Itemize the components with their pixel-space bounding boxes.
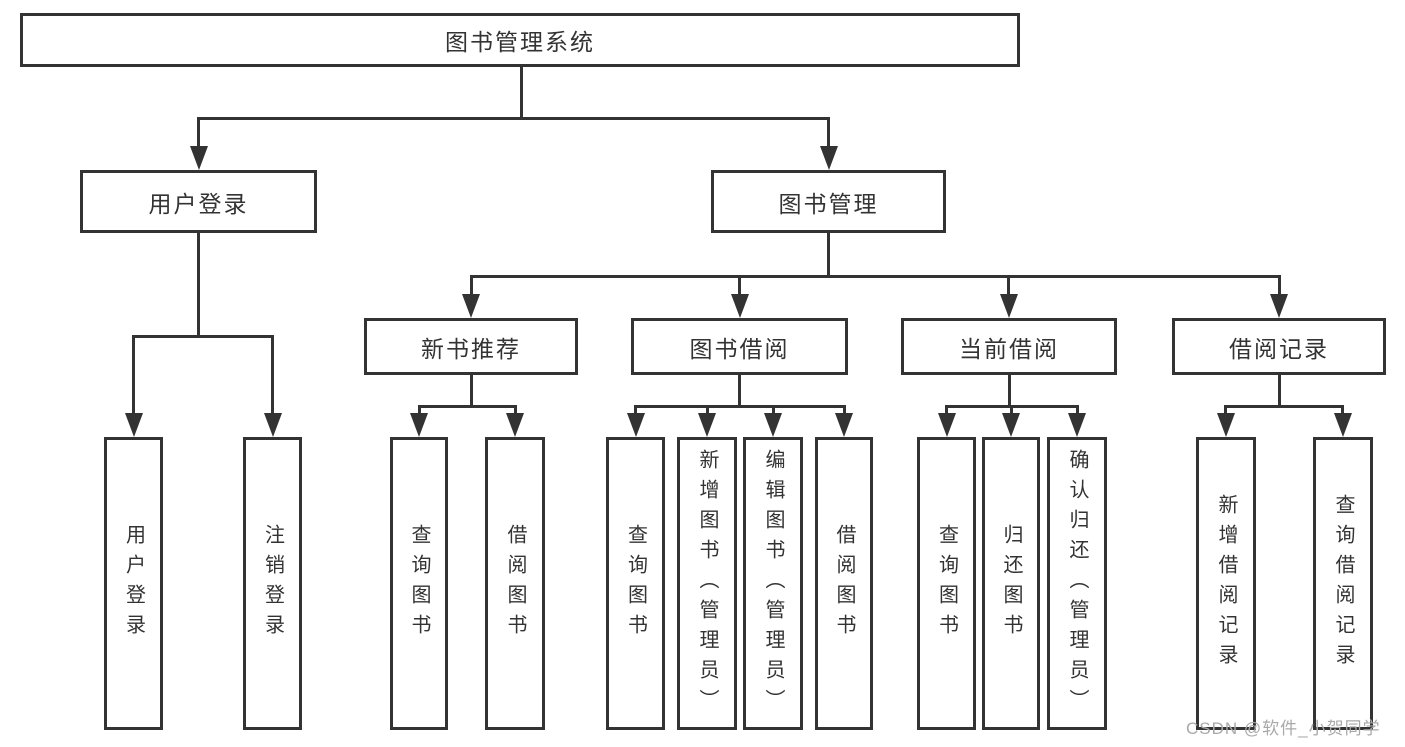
connector-line bbox=[1278, 375, 1281, 408]
leaf-query-books-borrow: 查询图书 bbox=[606, 437, 665, 730]
connector-line bbox=[418, 405, 421, 415]
connector-line bbox=[418, 405, 517, 408]
connector-line bbox=[1224, 405, 1344, 408]
connector-line bbox=[738, 375, 741, 408]
connector-line bbox=[197, 233, 200, 337]
node-user-login: 用户登录 bbox=[80, 170, 317, 233]
arrowhead-down-icon bbox=[1270, 294, 1288, 318]
connector-line bbox=[132, 335, 274, 338]
connector-line bbox=[470, 275, 473, 296]
leaf-return-books: 归还图书 bbox=[982, 437, 1040, 730]
node-book-management: 图书管理 bbox=[711, 170, 946, 233]
leaf-query-books-current: 查询图书 bbox=[917, 437, 976, 730]
arrowhead-down-icon bbox=[764, 413, 782, 437]
connector-line bbox=[945, 405, 948, 415]
arrowhead-down-icon bbox=[938, 413, 956, 437]
node-borrowing-records: 借阅记录 bbox=[1172, 318, 1386, 375]
watermark: CSDN @软件_小贺同学 bbox=[1186, 719, 1381, 738]
node-book-borrowing: 图书借阅 bbox=[631, 318, 848, 375]
connector-line bbox=[514, 405, 517, 415]
leaf-add-book-admin: 新增图书（管理员） bbox=[677, 437, 737, 730]
connector-line bbox=[470, 375, 473, 408]
arrowhead-down-icon bbox=[506, 413, 524, 437]
node-new-book-recommendation: 新书推荐 bbox=[364, 318, 578, 375]
leaf-borrow-books-recommend: 借阅图书 bbox=[485, 437, 545, 730]
arrowhead-down-icon bbox=[1334, 413, 1352, 437]
leaf-user-login: 用户登录 bbox=[104, 437, 163, 730]
connector-line bbox=[1341, 405, 1344, 415]
arrowhead-down-icon bbox=[264, 413, 282, 437]
arrowhead-down-icon bbox=[1000, 294, 1018, 318]
connector-line bbox=[1224, 405, 1227, 415]
arrowhead-down-icon bbox=[1002, 413, 1020, 437]
arrowhead-down-icon bbox=[835, 413, 853, 437]
leaf-add-borrow-record: 新增借阅记录 bbox=[1196, 437, 1256, 730]
connector-line bbox=[827, 233, 830, 277]
connector-line bbox=[271, 335, 274, 415]
arrowhead-down-icon bbox=[125, 413, 143, 437]
leaf-query-borrow-record: 查询借阅记录 bbox=[1313, 437, 1373, 730]
connector-line bbox=[197, 117, 200, 148]
node-library-system: 图书管理系统 bbox=[20, 13, 1020, 67]
arrowhead-down-icon bbox=[698, 413, 716, 437]
connector-line bbox=[132, 335, 135, 415]
connector-line bbox=[520, 66, 523, 118]
arrowhead-down-icon bbox=[627, 413, 645, 437]
connector-line bbox=[1007, 275, 1010, 296]
leaf-borrow-books-borrow: 借阅图书 bbox=[815, 437, 873, 730]
arrowhead-down-icon bbox=[410, 413, 428, 437]
leaf-confirm-return-admin: 确认归还（管理员） bbox=[1047, 437, 1107, 730]
node-current-borrowing: 当前借阅 bbox=[901, 318, 1117, 375]
leaf-query-books-recommend: 查询图书 bbox=[390, 437, 448, 730]
arrowhead-down-icon bbox=[1068, 413, 1086, 437]
connector-line bbox=[1010, 405, 1013, 415]
connector-line bbox=[197, 117, 830, 120]
connector-line bbox=[827, 117, 830, 148]
connector-line bbox=[1076, 405, 1079, 415]
connector-line bbox=[634, 405, 846, 408]
connector-line bbox=[843, 405, 846, 415]
arrowhead-down-icon bbox=[1217, 413, 1235, 437]
leaf-edit-book-admin: 编辑图书（管理员） bbox=[743, 437, 803, 730]
connector-line bbox=[738, 275, 741, 296]
connector-line bbox=[470, 275, 1281, 278]
connector-line bbox=[772, 405, 775, 415]
connector-line bbox=[706, 405, 709, 415]
connector-line bbox=[1008, 375, 1011, 408]
arrowhead-down-icon bbox=[190, 146, 208, 170]
arrowhead-down-icon bbox=[462, 294, 480, 318]
connector-line bbox=[1278, 275, 1281, 296]
leaf-logout-login: 注销登录 bbox=[243, 437, 302, 730]
connector-line bbox=[634, 405, 637, 415]
arrowhead-down-icon bbox=[731, 294, 749, 318]
arrowhead-down-icon bbox=[820, 146, 838, 170]
